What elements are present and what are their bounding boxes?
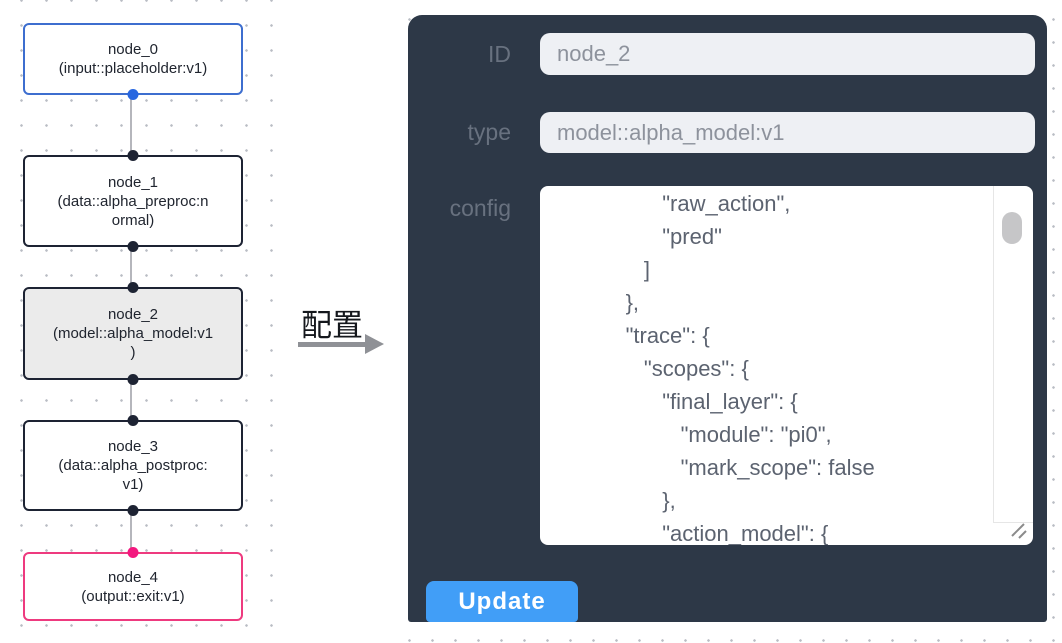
node-1-type: (data::alpha_preproc:n ormal) [57,192,209,229]
node-0-name: node_0 [107,41,159,58]
node-2-target-handle[interactable] [127,282,139,293]
config-scrollbar-corner [993,522,1033,523]
node-2-name: node_2 [107,306,159,323]
node-1-source-handle[interactable] [127,241,139,252]
node-4[interactable]: node_4 (output::exit:v1) [23,547,243,621]
config-textarea[interactable]: "raw_action", "pred" ] }, "trace": { "sc… [540,186,1033,545]
config-scrollbar-thumb[interactable] [1002,212,1022,244]
node-4-target-handle[interactable] [127,547,139,558]
edge-node0-node1 [130,94,132,156]
config-label: config [449,195,511,221]
node-0[interactable]: node_0 (input::placeholder:v1) [23,23,243,100]
node-0-source-handle[interactable] [127,89,139,100]
node-1[interactable]: node_1 (data::alpha_preproc:n ormal) [23,150,243,252]
node-0-type: (input::placeholder:v1) [58,60,208,77]
edge-node2-node3 [130,379,132,421]
node-1-name: node_1 [107,173,159,191]
type-label: type [467,119,511,145]
type-input[interactable] [540,112,1035,153]
config-scrollbar-track [993,186,994,523]
node-4-type: (output::exit:v1) [81,587,185,605]
configure-arrow-head [365,334,384,354]
id-input[interactable] [540,33,1035,75]
config-panel: ID type config "raw_action", "pred" ] },… [408,15,1047,622]
node-3-name: node_3 [107,438,159,455]
node-3-target-handle[interactable] [127,415,139,426]
node-2[interactable]: node_2 (model::alpha_model:v1 ) [23,282,243,385]
update-button[interactable]: Update [426,581,578,622]
edge-node3-node4 [130,510,132,553]
edge-node1-node2 [130,246,132,288]
node-4-name: node_4 [107,568,159,586]
node-3-source-handle[interactable] [127,505,139,516]
node-3[interactable]: node_3 (data::alpha_postproc: v1) [23,415,243,516]
node-1-target-handle[interactable] [127,150,139,161]
node-3-type: (data::alpha_postproc: v1) [58,457,208,493]
node-2-type: (model::alpha_model:v1 ) [52,325,214,361]
config-json-text: "raw_action", "pred" ] }, "trace": { "sc… [625,191,875,545]
configure-arrow [298,342,367,347]
configure-arrow-label: 配置 [301,308,363,343]
id-label: ID [488,41,511,67]
node-2-source-handle[interactable] [127,374,139,385]
resize-grip-icon[interactable] [1008,520,1030,542]
